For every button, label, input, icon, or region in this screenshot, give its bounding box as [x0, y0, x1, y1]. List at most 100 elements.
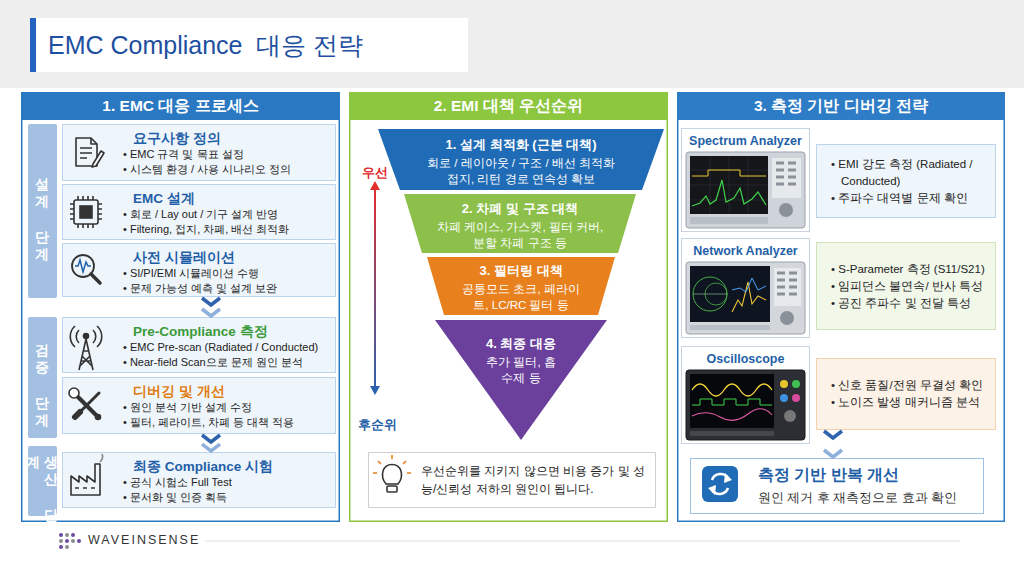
antenna-icon: [70, 326, 101, 370]
funnel-level: 3. 필터링 대책공통모드 초크, 페라이트, LC/RC 필터 등: [427, 257, 615, 315]
note-box: 우선순위를 지키지 않으면 비용 증가 및 성능/신뢰성 저하의 원인이 됩니다…: [368, 452, 656, 508]
step-bullet: • Filtering, 접지, 차폐, 배선 최적화: [123, 222, 331, 237]
footer-rule: [205, 541, 960, 542]
lightbulb-icon-part: [373, 455, 411, 473]
step-bullet: • EMC Pre-scan (Radiated / Conducted): [123, 340, 331, 355]
tools-icon-part: [75, 412, 80, 417]
funnel-level: 2. 차폐 및 구조 대책차폐 케이스, 가스켓, 필터 커버, 분할 차폐 구…: [404, 194, 636, 253]
instrument-box: Network Analyzer: [681, 238, 810, 338]
priority-label: 우선: [362, 164, 388, 182]
tools-icon-part: [80, 393, 99, 412]
title-accent-bar: [30, 18, 36, 72]
oscilloscope-image-part: [690, 431, 774, 436]
stage-label: 생산 단계: [25, 446, 61, 516]
tools-icon-part: [69, 388, 79, 398]
tools-icon-part: [76, 395, 97, 416]
funnel-fill: [435, 320, 607, 440]
measurement-bullet: • 임피던스 불연속/ 반사 특성: [823, 278, 989, 295]
bullet-box: • 신호 품질/전원 무결성 확인• 노이즈 발생 매커니즘 분석: [816, 358, 996, 430]
oscilloscope-image-part: [792, 380, 800, 388]
document-icon-part: [80, 148, 92, 158]
oscilloscope-image-part: [792, 394, 800, 402]
refresh-icon-part: [712, 488, 728, 494]
oscilloscope-image-part: [692, 384, 772, 396]
step-heading: 디버깅 및 개선: [123, 383, 331, 400]
priority-label: 후순위: [358, 416, 397, 434]
oscilloscope-image-part: [780, 380, 788, 388]
lightbulb-icon-part: [387, 486, 397, 492]
measurement-bullet: • 주파수 대역별 문제 확인: [823, 190, 989, 207]
level-body: 차폐 케이스, 가스켓, 필터 커버, 분할 차폐 구조 등: [434, 219, 606, 251]
step-bullet: • SI/PI/EMI 시뮬레이션 수행: [123, 266, 331, 281]
network-analyzer-image-part: [693, 277, 727, 311]
flow-chevron: [824, 431, 842, 457]
measurement-bullet: • 신호 품질/전원 무결성 확인: [823, 377, 989, 394]
flow-chevron: [202, 435, 220, 451]
tools-icon-part: [96, 415, 101, 420]
step-heading: 최종 Compliance 시험: [123, 458, 331, 475]
funnel-level: 1. 설계 최적화 (근본 대책)회로 / 레이아웃 / 구조 / 배선 최적화…: [378, 129, 664, 190]
step-bullet: • 문서화 및 인증 획득: [123, 490, 331, 505]
level-heading: 4. 최종 대응: [486, 335, 556, 352]
process-box: Pre-Compliance 측정• EMC Pre-scan (Radiate…: [62, 317, 336, 373]
chevron-stroke: [202, 444, 220, 451]
tools-icon: [69, 388, 101, 420]
column-panel: 1. EMC 대응 프로세스설계 단계요구사항 정의• EMC 규격 및 목표 …: [21, 92, 340, 522]
company-logo-part: [71, 533, 75, 537]
level-heading: 3. 필터링 대책: [479, 262, 562, 279]
document-icon-part: [76, 138, 97, 166]
document-icon: [76, 138, 104, 167]
measurement-bullet: • S-Parameter 측정 (S11/S21): [823, 261, 989, 278]
priority-arrow-part: [370, 386, 380, 395]
refresh-icon-part: [708, 485, 716, 495]
loop-heading: 측정 기반 반복 개선: [758, 465, 983, 486]
step-heading: 요구사항 정의: [123, 130, 331, 147]
chip-icon-part: [70, 196, 102, 228]
stage-label: 설계 단계: [34, 168, 52, 255]
column-header: 3. 측정 기반 디버깅 전략: [677, 92, 1005, 120]
chevron-stroke: [202, 309, 220, 316]
refresh-icon-part: [702, 466, 738, 502]
network-analyzer-image-part: [777, 273, 797, 294]
network-analyzer-image-part: [690, 325, 770, 330]
oscilloscope-image-part: [780, 394, 788, 402]
funnel-fill: [378, 129, 664, 190]
chevron-stroke: [824, 450, 842, 457]
stage-band: 생산 단계: [28, 446, 57, 516]
flow-chevron: [202, 298, 220, 316]
step-bullet: • Near-field Scan으로 문제 원인 분석: [123, 355, 331, 370]
network-analyzer-image-part: [774, 268, 801, 306]
company-logo: [59, 533, 81, 549]
refresh-icon-part: [712, 474, 728, 480]
oscilloscope-image-part: [784, 410, 796, 422]
slide-title: EMC Compliance 대응 전략: [48, 18, 363, 72]
priority-arrow-part: [374, 188, 376, 388]
network-analyzer-image-part: [693, 294, 727, 295]
column-header: 2. EMI 대책 우선순위: [349, 92, 668, 120]
improvement-box: 측정 기반 반복 개선원인 제거 후 재측정으로 효과 확인: [690, 458, 984, 514]
factory-icon-part: [71, 464, 100, 495]
measurement-bullet: • 공진 주파수 및 전달 특성: [823, 295, 989, 312]
level-body: 추가 필터, 흡수제 등: [481, 354, 561, 386]
spectrum-analyzer-image-part: [690, 217, 768, 224]
step-bullet: • 문제 가능성 예측 및 설계 보완: [123, 281, 331, 296]
chip-icon-part: [74, 200, 98, 224]
network-analyzer-image-part: [732, 282, 766, 312]
instrument-name: Spectrum Analyzer: [682, 134, 809, 148]
measurement-bullet: • 노이즈 발생 매커니즘 분석: [823, 394, 989, 411]
brand-name: WAVEINSENSE: [88, 533, 200, 547]
column-panel: 3. 측정 기반 디버깅 전략Spectrum Analyzer• EMI 강도…: [677, 92, 1005, 522]
lightbulb-icon: [373, 455, 411, 492]
network-analyzer-image-part: [686, 262, 805, 334]
process-box: EMC 설계• 회로 / Lay out / 기구 설계 반영• Filteri…: [62, 184, 336, 240]
magnifier-icon-part: [75, 260, 91, 272]
spectrum-analyzer-image-part: [772, 158, 801, 198]
bullet-box: • S-Parameter 측정 (S11/S21)• 임피던스 불연속/ 반사…: [816, 242, 996, 330]
priority-arrow-part: [370, 181, 380, 190]
spectrum-analyzer-image-part: [692, 180, 766, 206]
column-header: 1. EMC 대응 프로세스: [21, 92, 340, 120]
instrument-name: Oscilloscope: [682, 352, 809, 366]
company-logo-part: [65, 545, 69, 549]
spectrum-analyzer-image-part: [692, 170, 766, 176]
